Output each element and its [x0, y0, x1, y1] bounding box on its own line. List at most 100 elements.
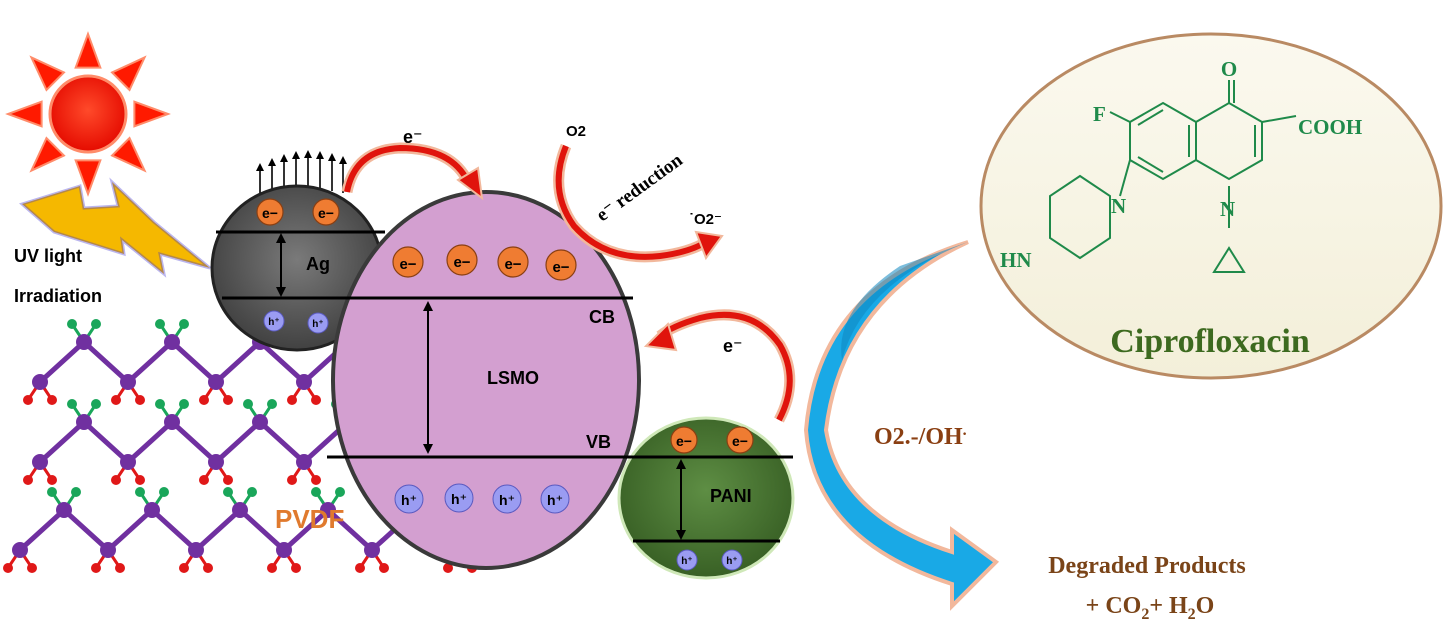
degradation-flow-arrow [803, 240, 1000, 611]
carbon-atom [32, 374, 48, 390]
carbon-atom [12, 542, 28, 558]
molecule-ellipse [979, 32, 1443, 380]
hydrogen-atom [155, 399, 165, 409]
fluorine-atom [111, 475, 121, 485]
photon-arrows [256, 150, 347, 195]
svg-text:e−: e− [318, 205, 334, 221]
svg-text:h⁺: h⁺ [312, 319, 323, 330]
hydrogen-atom [47, 487, 57, 497]
pvdf-polymer-network [3, 319, 477, 573]
svg-text:e−: e− [732, 433, 748, 449]
pani-hole: h⁺ [721, 549, 743, 571]
ag-particle: Ag e− e− h⁺ h⁺ [210, 150, 385, 352]
fluorine-atom [223, 475, 233, 485]
pani-hole: h⁺ [676, 549, 698, 571]
ag-label: Ag [306, 254, 330, 274]
radicals-label-group: O2.-/OH. [874, 422, 967, 450]
sun-icon [5, 31, 171, 197]
ciprofloxacin-panel: O F COOH N N HN Ciprofloxacin [979, 32, 1443, 380]
svg-text:e−: e− [399, 256, 416, 273]
fluorine-atom [287, 475, 297, 485]
svg-text:h⁺: h⁺ [681, 556, 692, 567]
products-line2: + CO2+ H2O [1086, 593, 1215, 623]
radicals-label: O2.-/OH [874, 424, 963, 450]
radicals-dot: . [963, 422, 967, 439]
fluorine-atom [311, 475, 321, 485]
cb-label: CB [589, 307, 615, 327]
fluorine-atom [443, 563, 453, 573]
pani-particle: PANI e− e− h⁺ h⁺ [617, 416, 795, 580]
carbon-atom [76, 334, 92, 350]
sun-ray [74, 31, 102, 69]
carbon-atom [144, 502, 160, 518]
fluorine-atom [203, 563, 213, 573]
pvdf-chain [38, 418, 350, 466]
svg-text:e−: e− [262, 205, 278, 221]
carbon-atom [56, 502, 72, 518]
hydrogen-atom [67, 399, 77, 409]
hydrogen-atom [179, 399, 189, 409]
lsmo-electron: e− [392, 246, 424, 278]
fluorine-atom [3, 563, 13, 573]
sun-ray [133, 100, 171, 128]
fluorine-atom [199, 395, 209, 405]
pvdf-chain [38, 338, 350, 386]
ciprofloxacin-structure [1049, 80, 1297, 273]
fluorine-atom [23, 395, 33, 405]
hydrogen-atom [335, 487, 345, 497]
hydrogen-atom [155, 319, 165, 329]
hydrogen-atom [67, 319, 77, 329]
hydrogen-atom [179, 319, 189, 329]
lsmo-label: LSMO [487, 368, 539, 388]
pani-sphere [617, 416, 795, 580]
ag-to-lsmo-label: e⁻ [403, 127, 423, 147]
ag-electron: e− [256, 198, 284, 226]
sun-ray [110, 136, 147, 173]
hydrogen-atom [91, 319, 101, 329]
atom-n-piperazine: N [1111, 194, 1126, 218]
svg-text:e−: e− [676, 433, 692, 449]
atom-n-quinolone: N [1220, 197, 1235, 221]
hydrogen-atom [159, 487, 169, 497]
fluorine-atom [115, 563, 125, 573]
svg-text:h⁺: h⁺ [401, 492, 417, 508]
hydrogen-atom [223, 487, 233, 497]
fluorine-atom [291, 563, 301, 573]
fluorine-atom [47, 475, 57, 485]
fluorine-atom [179, 563, 189, 573]
lsmo-hole: h⁺ [444, 483, 474, 513]
o2-label: O2 [566, 123, 586, 140]
carbon-atom [232, 502, 248, 518]
svg-text:e−: e− [453, 254, 470, 271]
pani-to-lsmo-label: e⁻ [723, 336, 743, 356]
fluorine-atom [267, 563, 277, 573]
hydrogen-atom [267, 399, 277, 409]
pani-electron: e− [670, 426, 698, 454]
light-label-line2: Irradiation [14, 286, 102, 306]
atom-hn: HN [1000, 248, 1032, 272]
light-label-line1: UV light [14, 246, 82, 266]
sun-ray [29, 55, 66, 92]
lsmo-electron: e− [545, 249, 577, 281]
reduction-label: e⁻ reduction [593, 149, 687, 226]
hydrogen-atom [91, 399, 101, 409]
lsmo-particle: LSMO CB VB e− e− e− e− h⁺ h⁺ h⁺ [327, 190, 641, 570]
pvdf-label: PVDF [275, 504, 344, 534]
sun-ray [74, 159, 102, 197]
carbon-atom [296, 454, 312, 470]
svg-text:h⁺: h⁺ [268, 317, 279, 328]
carbon-atom [164, 334, 180, 350]
fluorine-atom [91, 563, 101, 573]
pani-to-lsmo-arrow [643, 309, 796, 423]
carbon-atom [208, 454, 224, 470]
lsmo-electron: e− [497, 246, 529, 278]
sun-ray [5, 100, 43, 128]
lsmo-sphere [331, 190, 641, 570]
carbon-atom [76, 414, 92, 430]
fluorine-atom [135, 475, 145, 485]
pani-label: PANI [710, 486, 752, 506]
sun-ray [110, 55, 147, 92]
svg-text:h⁺: h⁺ [499, 492, 515, 508]
atom-o: O [1221, 57, 1237, 81]
